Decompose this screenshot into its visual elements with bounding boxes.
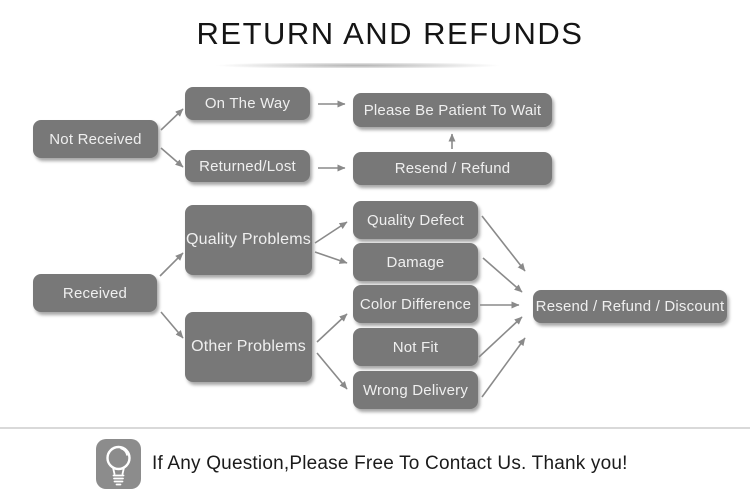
node-not-received: Not Received <box>33 120 158 158</box>
arrow-qualitydefect-rrd <box>481 215 526 272</box>
node-other-problems: Other Problems <box>185 312 312 382</box>
arrow-notreceived-ontheway <box>160 108 184 131</box>
node-received: Received <box>33 274 157 312</box>
arrow-qualityproblems-damage <box>314 251 348 264</box>
node-color-difference: Color Difference <box>353 285 478 323</box>
node-on-the-way: On The Way <box>185 87 310 120</box>
node-quality-defect: Quality Defect <box>353 201 478 239</box>
node-not-fit: Not Fit <box>353 328 478 366</box>
node-wrong-delivery: Wrong Delivery <box>353 371 478 409</box>
light-bulb-icon <box>96 439 141 489</box>
arrow-notreceived-returnedlost <box>160 147 184 168</box>
footer-divider <box>0 427 750 429</box>
arrow-damage-rrd <box>482 257 523 293</box>
node-returned-lost: Returned/Lost <box>185 150 310 182</box>
arrow-otherproblems-wrongdelivery <box>316 352 348 390</box>
footer-message: If Any Question,Please Free To Contact U… <box>152 453 628 474</box>
arrow-notfit-rrd <box>478 316 523 358</box>
arrow-received-otherproblems <box>160 311 184 339</box>
title-underline <box>160 63 556 68</box>
node-please-be-patient: Please Be Patient To Wait <box>353 93 552 127</box>
node-resend-refund-discount: Resend / Refund / Discount <box>533 290 727 323</box>
node-resend-refund: Resend / Refund <box>353 152 552 185</box>
arrow-otherproblems-colordifference <box>316 313 348 343</box>
arrow-wrongdelivery-rrd <box>481 337 526 398</box>
arrow-received-qualityproblems <box>159 252 184 277</box>
arrow-qualityproblems-qualitydefect <box>314 221 348 244</box>
node-quality-problems: Quality Problems <box>185 205 312 275</box>
footer-note: If Any Question,Please Free To Contact U… <box>96 439 628 489</box>
page-title: RETURN AND REFUNDS <box>196 16 584 51</box>
node-damage: Damage <box>353 243 478 281</box>
